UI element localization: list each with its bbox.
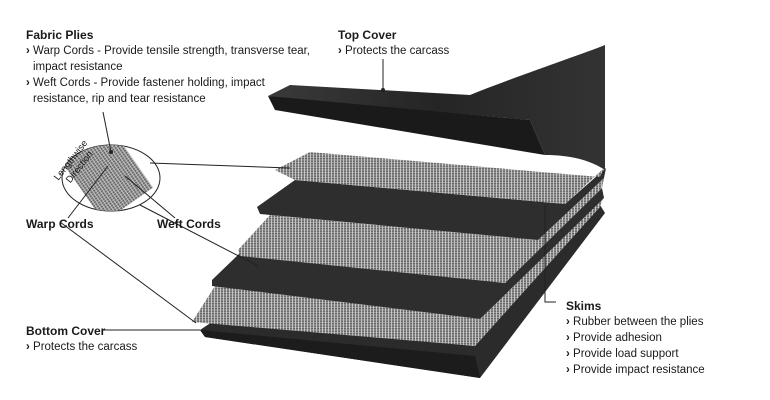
fabric-ply-2 — [238, 178, 604, 283]
inset-bottom-leader — [139, 204, 259, 267]
inset-top-leader — [149, 162, 291, 169]
fabric-plies-title: Fabric Plies — [26, 28, 94, 42]
warp-cords-desc-2: impact resistance — [33, 61, 123, 73]
warp-cords-desc-1: Warp Cords - Provide tensile strength, t… — [26, 43, 310, 59]
bottom-cover-desc: Protects the carcass — [26, 339, 137, 355]
bottom-cover-block: Bottom Cover Protects the carcass — [26, 323, 137, 355]
bottom-cover-layer — [200, 205, 605, 378]
skims-item-4: Provide impact resistance — [566, 362, 705, 378]
fabric-plies-block: Fabric Plies Warp Cords - Provide tensil… — [26, 27, 310, 107]
skims-leader — [544, 205, 556, 303]
top-cover-layer — [268, 45, 605, 170]
skims-item-2: Provide adhesion — [566, 330, 705, 346]
weft-cords-desc-2: resistance, rip and tear resistance — [33, 93, 206, 105]
fabric-ply-1 — [275, 152, 604, 204]
bottom-cover-title: Bottom Cover — [26, 324, 106, 338]
skim-layer-2 — [212, 188, 604, 319]
fabric-plies-leader — [102, 111, 112, 153]
skims-item-3: Provide load support — [566, 346, 705, 362]
weft-cords-desc-1: Weft Cords - Provide fastener holding, i… — [26, 75, 310, 91]
skims-title: Skims — [566, 299, 602, 313]
warp-cords-long-leader — [59, 221, 197, 324]
weft-cords-leader — [124, 175, 176, 219]
skims-item-1: Rubber between the plies — [566, 314, 705, 330]
fabric-ply-3 — [192, 198, 603, 346]
weft-cords-title: Weft Cords — [157, 217, 221, 231]
skim-layer-1 — [257, 168, 606, 240]
warp-cords-title: Warp Cords — [26, 217, 94, 231]
top-cover-block: Top Cover Protects the carcass — [338, 27, 449, 59]
top-cover-title: Top Cover — [338, 28, 397, 42]
warp-cords-leader — [67, 165, 109, 219]
top-cover-desc: Protects the carcass — [338, 43, 449, 59]
skims-block: Skims Rubber between the plies Provide a… — [566, 298, 705, 378]
